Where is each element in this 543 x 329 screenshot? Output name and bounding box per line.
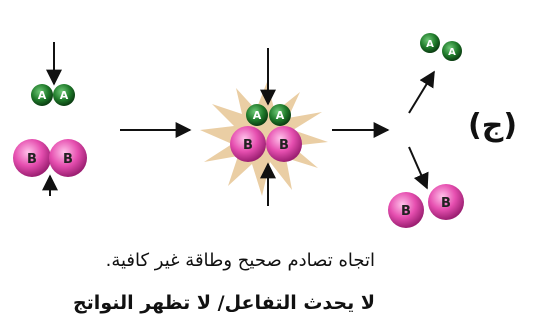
svg-text:A: A [426, 39, 434, 50]
part-label: (ج) [468, 108, 518, 143]
atom-b: B [49, 139, 87, 177]
atom-a: A [442, 41, 462, 61]
svg-text:B: B [27, 152, 37, 167]
atom-a: A [31, 84, 53, 106]
svg-text:B: B [441, 196, 451, 211]
atom-b: B [428, 184, 464, 220]
svg-text:A: A [253, 109, 262, 122]
atom-a: A [269, 104, 291, 126]
molecule-b2-after: B B [388, 184, 464, 228]
molecule-b2-before: B B [13, 139, 87, 177]
molecule-a2-after: A A [420, 33, 462, 61]
atom-a: A [246, 104, 268, 126]
svg-text:B: B [279, 138, 289, 153]
rebound-arrow-a [408, 70, 435, 114]
svg-text:B: B [401, 204, 411, 219]
atom-a: A [420, 33, 440, 53]
molecule-a2-before: A A [31, 84, 75, 106]
svg-text:B: B [63, 152, 73, 167]
rebound-state: A A B B [388, 33, 464, 228]
svg-text:A: A [276, 109, 285, 122]
atom-b: B [13, 139, 51, 177]
atom-b: B [266, 126, 302, 162]
rebound-arrow-b [408, 146, 429, 190]
svg-text:A: A [60, 89, 69, 102]
reactants-before: A A B B [13, 42, 87, 196]
collision-state: A A B B [200, 48, 328, 206]
svg-text:B: B [243, 138, 253, 153]
molecule-b2-colliding: B B [230, 126, 302, 162]
atom-b: B [388, 192, 424, 228]
caption-line-2: لا يحدث التفاعل/ لا تظهر النواتج [72, 292, 375, 314]
molecule-a2-colliding: A A [246, 104, 291, 126]
atom-b: B [230, 126, 266, 162]
caption-line-1: اتجاه تصادم صحيح وطاقة غير كافية. [105, 250, 375, 271]
svg-text:A: A [38, 89, 47, 102]
svg-text:A: A [448, 47, 456, 58]
atom-a: A [53, 84, 75, 106]
